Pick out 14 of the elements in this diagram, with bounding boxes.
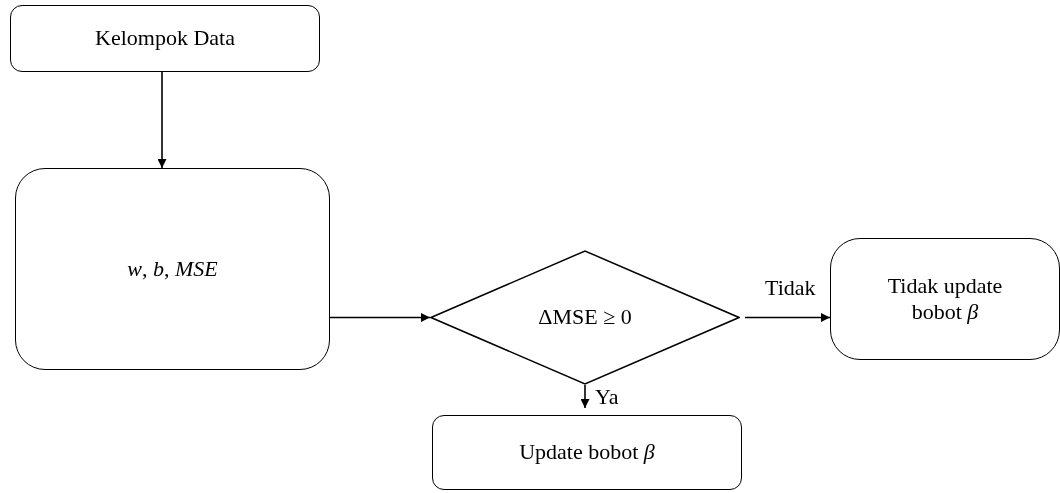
arrow	[157, 71, 167, 169]
node-text: w, b, MSE	[127, 255, 218, 283]
node-text: Tidak update bobot β	[886, 272, 1004, 326]
node-text: Kelompok Data	[95, 25, 235, 52]
node-text: Update bobot β	[519, 439, 655, 466]
process-box	[10, 5, 320, 72]
process-box	[830, 238, 1060, 360]
process-box	[15, 168, 330, 370]
process-box	[432, 415, 742, 490]
node-text: ΔMSE ≥ 0	[538, 304, 632, 331]
arrow	[744, 313, 831, 322]
arrow	[580, 384, 590, 409]
arrow	[329, 313, 431, 322]
decision-diamond	[430, 250, 740, 385]
